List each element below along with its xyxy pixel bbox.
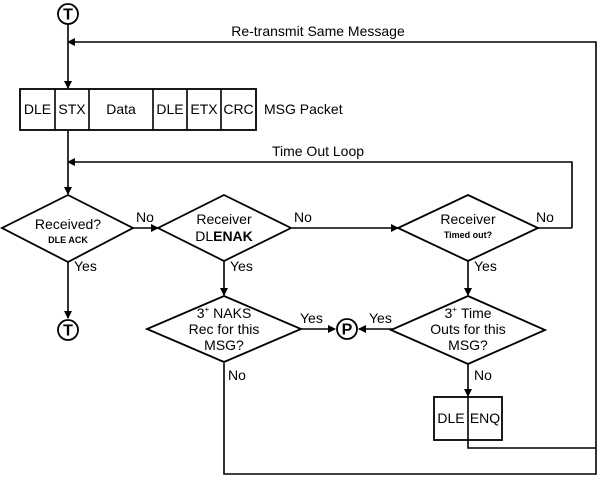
connector-top-t: T [57, 3, 79, 25]
enq-field-enq: ENQ [470, 410, 500, 426]
received-line2: DLE ACK [48, 235, 88, 245]
msg-packet: DLE STX Data DLE ETX CRC [19, 88, 257, 131]
timeout-loop-label: Time Out Loop [272, 143, 364, 159]
decision-receiver-timeout: Receiver Timed out? [395, 194, 541, 262]
connector-p-label: P [342, 322, 353, 339]
timeout-line1: Receiver [440, 211, 496, 227]
naks-line2: Rec for this [189, 321, 260, 337]
connector-bottom-label: T [63, 323, 73, 340]
enq-field-dle: DLE [437, 410, 464, 426]
nak-line2: DLENAK [195, 228, 253, 244]
timeout-line2: Timed out? [444, 230, 492, 240]
nak-line2-prefix: DL [195, 228, 213, 244]
packet-field-crc: CRC [223, 101, 253, 117]
connector-bottom-t: T [57, 319, 79, 341]
packet-field-etx: ETX [190, 101, 218, 117]
decision-receiver-nak: Receiver DLENAK [155, 193, 294, 263]
edge-timeout-yes: Yes [474, 258, 497, 274]
edge-naks-no: No [228, 367, 246, 383]
decision-timeouts: 3+ Time Outs for this MSG? [388, 295, 548, 365]
edge-timeouts-yes: Yes [369, 310, 392, 326]
decision-received: Received? DLE ACK [0, 193, 135, 264]
packet-field-data: Data [106, 101, 136, 117]
timeouts-line1: 3+ Time [444, 305, 491, 321]
nak-line1: Receiver [196, 211, 252, 227]
naks-num: 3 [197, 305, 205, 321]
packet-field-dle-2: DLE [156, 101, 183, 117]
decision-naks: 3+NAKS Rec for this MSG? [144, 295, 304, 363]
naks-line1-rest: NAKS [213, 305, 251, 321]
timeouts-num: 3 [444, 305, 452, 321]
edge-nak-no: No [294, 209, 312, 225]
line-timeout-loop [67, 158, 573, 228]
timeouts-line3: MSG? [448, 337, 488, 353]
naks-line1: 3+NAKS [197, 305, 252, 321]
connector-p: P [336, 318, 358, 340]
edge-naks-yes: Yes [300, 310, 323, 326]
retransmit-label: Re-transmit Same Message [231, 23, 405, 39]
packet-field-dle: DLE [24, 101, 51, 117]
naks-sup: + [205, 305, 210, 314]
timeouts-line1-rest: Time [461, 305, 492, 321]
line-retransmit-loop [67, 38, 597, 448]
edge-timeouts-no: No [474, 367, 492, 383]
msg-packet-label: MSG Packet [264, 101, 343, 117]
received-line1: Received? [35, 216, 101, 232]
enq-box: DLE ENQ [433, 396, 503, 441]
connector-lines [64, 24, 597, 475]
naks-line3: MSG? [204, 337, 244, 353]
packet-field-stx: STX [58, 101, 86, 117]
timeouts-sup: + [452, 305, 457, 314]
line-naks-no [223, 363, 597, 475]
timeouts-line2: Outs for this [430, 321, 505, 337]
line-enq-to-loop [467, 440, 596, 449]
connector-top-label: T [63, 7, 73, 24]
nak-line2-bold: ENAK [213, 228, 253, 244]
edge-nak-yes: Yes [230, 258, 253, 274]
edge-received-yes: Yes [74, 258, 97, 274]
edge-timeout-no: No [536, 209, 554, 225]
edge-received-no: No [136, 209, 154, 225]
